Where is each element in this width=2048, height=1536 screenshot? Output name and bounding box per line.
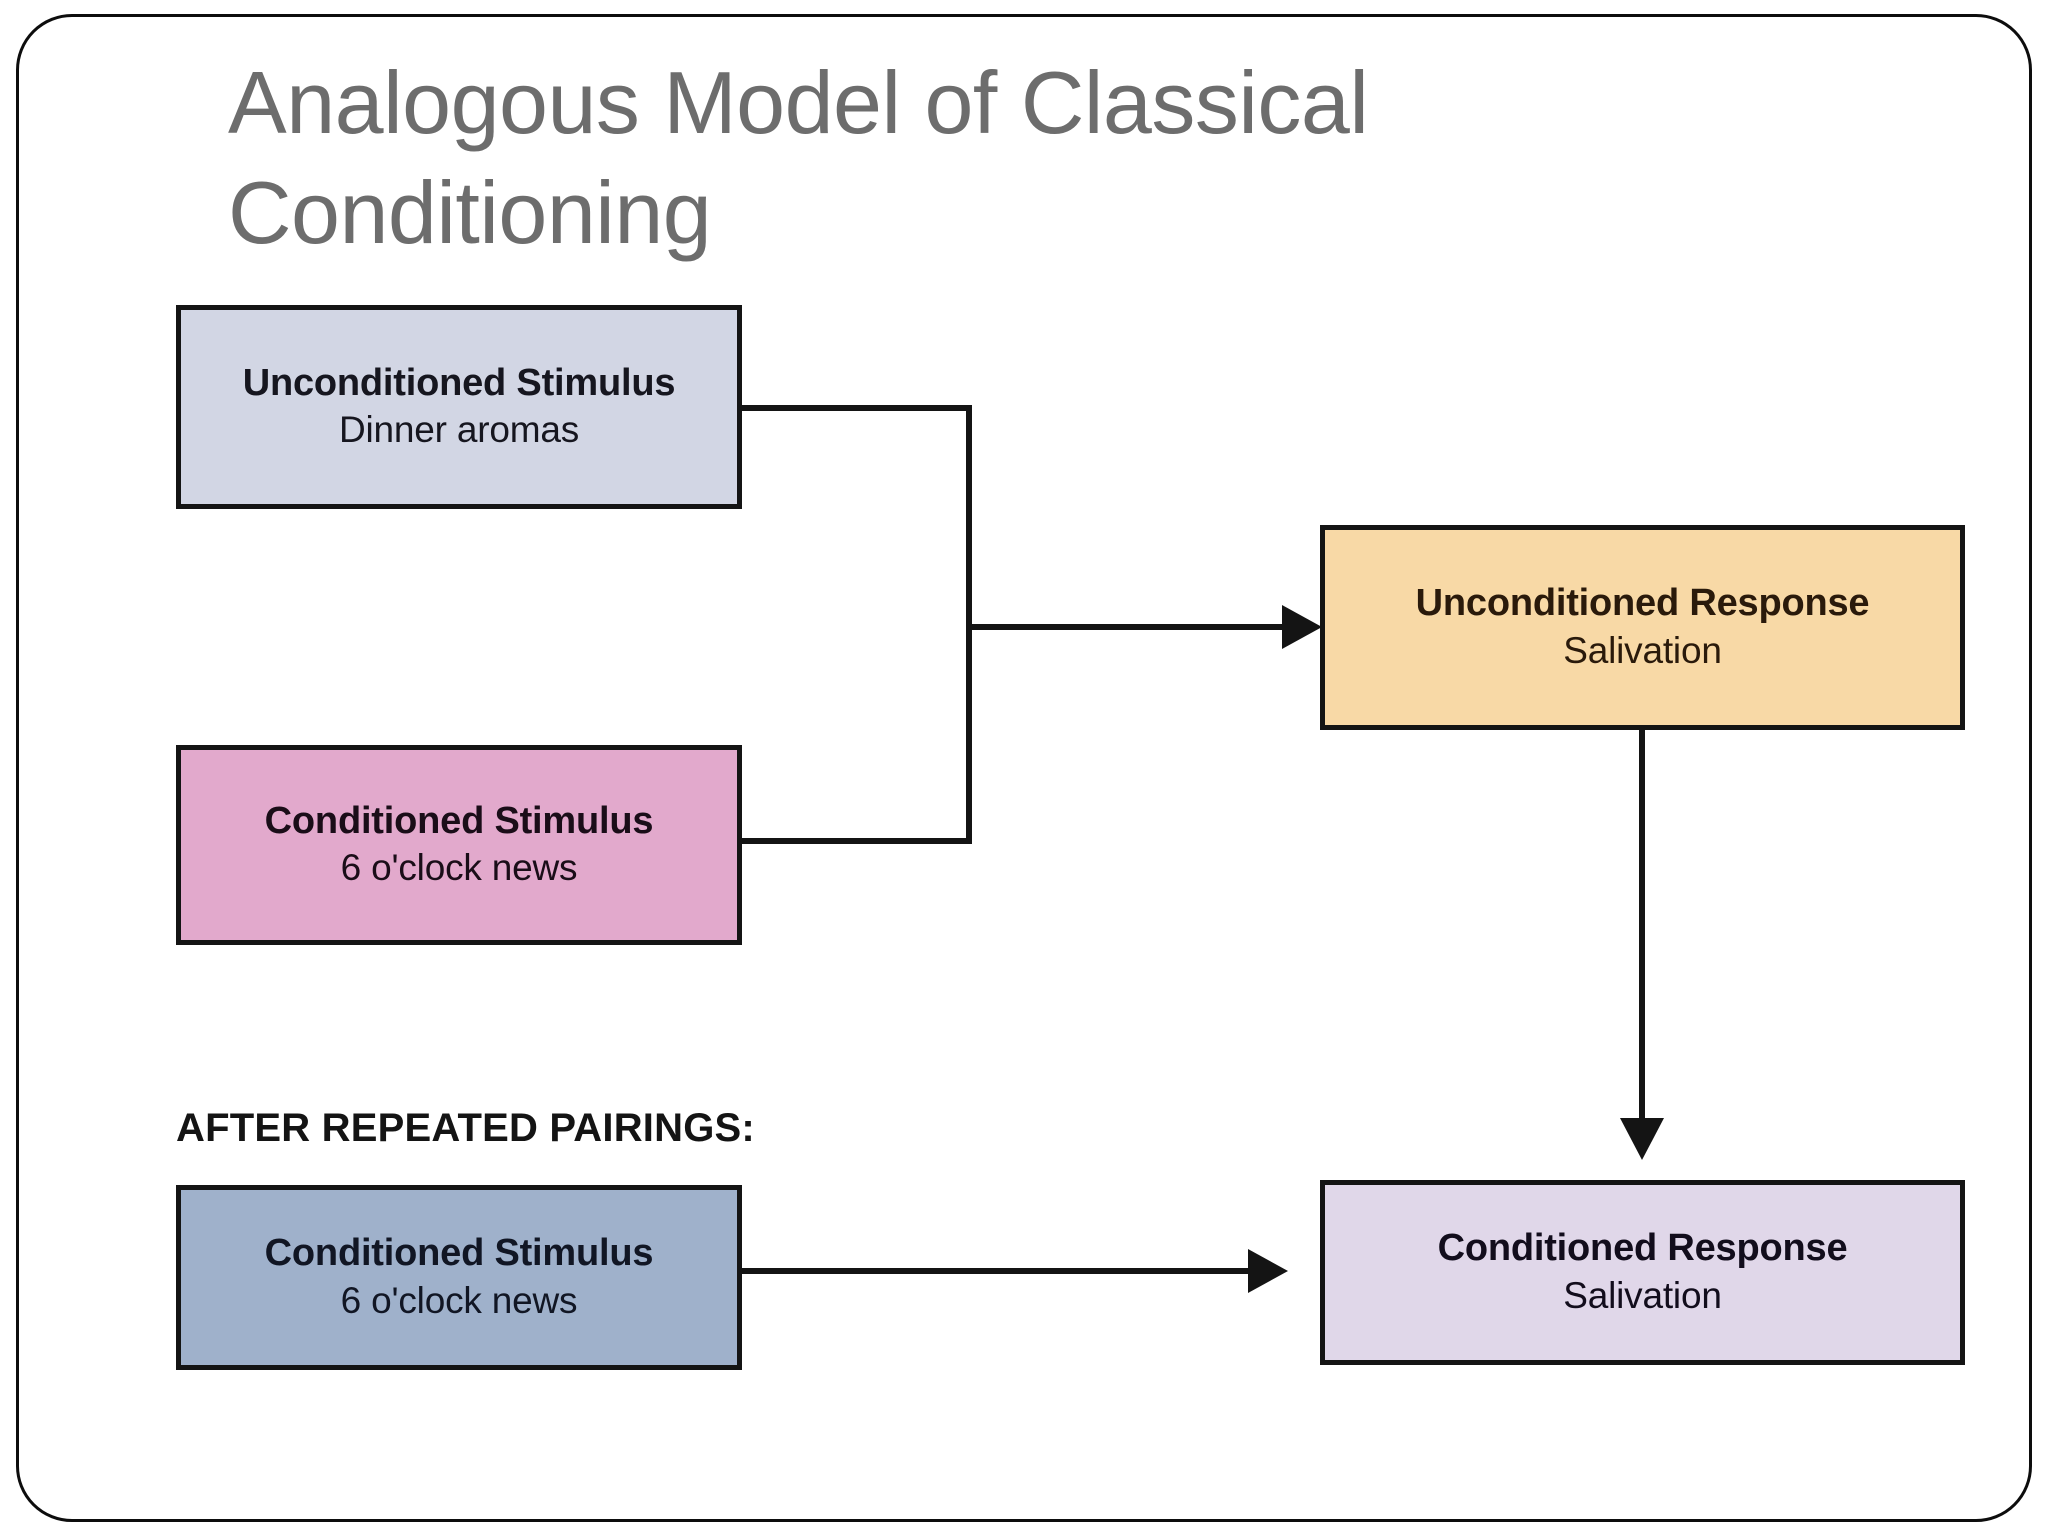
arrow-head-to-unconditioned-response-icon bbox=[1282, 605, 1322, 649]
box-unconditioned-response-subtitle: Salivation bbox=[1563, 629, 1722, 671]
box-conditioned-response-title: Conditioned Response bbox=[1437, 1227, 1848, 1270]
page-title: Analogous Model of Classical Conditionin… bbox=[228, 53, 1369, 262]
box-conditioned-response-subtitle: Salivation bbox=[1563, 1274, 1722, 1316]
box-conditioned-stimulus-top[interactable]: Conditioned Stimulus 6 o'clock news bbox=[176, 745, 742, 945]
box-conditioned-stimulus-bottom-title: Conditioned Stimulus bbox=[264, 1232, 654, 1275]
box-unconditioned-stimulus[interactable]: Unconditioned Stimulus Dinner aromas bbox=[176, 305, 742, 509]
arrow-head-down-to-conditioned-response-icon bbox=[1620, 1118, 1664, 1160]
box-unconditioned-stimulus-subtitle: Dinner aromas bbox=[338, 409, 580, 451]
box-conditioned-stimulus-top-subtitle: 6 o'clock news bbox=[340, 847, 578, 889]
box-conditioned-stimulus-top-title: Conditioned Stimulus bbox=[264, 799, 654, 842]
box-conditioned-stimulus-bottom-subtitle: 6 o'clock news bbox=[340, 1279, 578, 1321]
box-unconditioned-response[interactable]: Unconditioned Response Salivation bbox=[1320, 525, 1965, 730]
box-conditioned-response[interactable]: Conditioned Response Salivation bbox=[1320, 1180, 1965, 1365]
connector-us-to-bracket-line bbox=[742, 405, 972, 411]
connector-cs-to-bracket-line bbox=[742, 838, 972, 844]
arrow-head-to-conditioned-response-icon bbox=[1248, 1249, 1288, 1293]
connector-ur-to-cr-line bbox=[1639, 730, 1645, 1128]
box-unconditioned-stimulus-title: Unconditioned Stimulus bbox=[242, 361, 676, 404]
connector-cs-to-cr-line bbox=[742, 1268, 1252, 1274]
connector-bracket-stem-line bbox=[966, 624, 1286, 630]
after-repeated-pairings-label: AFTER REPEATED PAIRINGS: bbox=[176, 1106, 755, 1150]
box-conditioned-stimulus-bottom[interactable]: Conditioned Stimulus 6 o'clock news bbox=[176, 1185, 742, 1370]
box-unconditioned-response-title: Unconditioned Response bbox=[1415, 582, 1870, 625]
